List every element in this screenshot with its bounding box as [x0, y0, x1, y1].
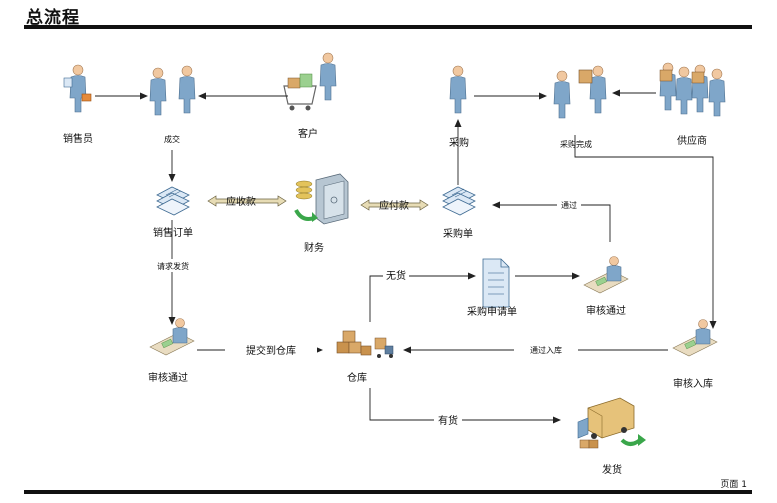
edge-approve-purchase-order — [492, 201, 611, 242]
approve-stock-in-desk-icon — [672, 319, 718, 357]
top-divider — [24, 25, 752, 29]
edge-purchase-done-stock-in — [574, 135, 717, 329]
node-label-customer: 客户 — [298, 127, 318, 140]
node-label-warehouse: 仓库 — [347, 371, 367, 384]
purchaser-icon — [449, 65, 467, 114]
node-label-ship: 发货 — [602, 463, 622, 476]
payable-arrow — [360, 199, 429, 211]
edge-label-pass: 通过 — [561, 200, 577, 210]
edge-warehouse-ship — [369, 388, 561, 424]
edge-label-submit-to-warehouse: 提交到仓库 — [246, 344, 296, 357]
node-label-purchase-done: 采购完成 — [560, 139, 592, 149]
node-label-purchase-order: 采购单 — [443, 227, 473, 240]
edge-label-payable: 应付款 — [379, 199, 409, 212]
purchase-request-doc-icon — [482, 258, 510, 308]
node-label-supplier: 供应商 — [677, 134, 707, 147]
node-label-sales-order: 销售订单 — [153, 226, 193, 239]
edge-label-pass-stock-in: 通过入库 — [530, 345, 562, 355]
node-label-salesperson: 销售员 — [63, 132, 93, 145]
customer-cart-icon — [283, 52, 337, 111]
handshake-icon — [149, 65, 196, 116]
edge-label-out-of-stock: 无货 — [386, 269, 406, 282]
node-label-approve-stock-in: 审核入库 — [673, 377, 713, 390]
edge-label-receivable: 应收款 — [226, 195, 256, 208]
edge-label-in-stock: 有货 — [438, 414, 458, 427]
node-label-purchase-request: 采购申请单 — [467, 305, 517, 318]
edge-label-request-shipment: 请求发货 — [157, 261, 189, 271]
edge-warehouse-request — [369, 272, 476, 322]
node-label-purchase: 采购 — [449, 136, 469, 149]
bottom-divider — [24, 490, 752, 494]
purchase-done-icon — [553, 65, 607, 119]
connectors — [95, 89, 717, 424]
page-number: 页面 1 — [720, 480, 747, 490]
warehouse-icon — [336, 330, 394, 358]
finance-safe-icon — [294, 173, 349, 225]
node-label-approved-purchase: 审核通过 — [586, 304, 626, 317]
supplier-icon — [659, 62, 726, 117]
page-title: 总流程 — [26, 8, 80, 28]
sales-order-icon — [156, 186, 190, 216]
approve-purchase-desk-icon — [583, 256, 629, 294]
node-label-finance: 财务 — [304, 241, 324, 254]
shipping-truck-icon — [577, 397, 646, 449]
node-label-approved-sales: 审核通过 — [148, 371, 188, 384]
node-label-deal: 成交 — [164, 134, 180, 144]
purchase-order-icon — [442, 186, 476, 216]
receivable-arrow — [207, 195, 287, 207]
salesperson-icon — [63, 64, 92, 113]
